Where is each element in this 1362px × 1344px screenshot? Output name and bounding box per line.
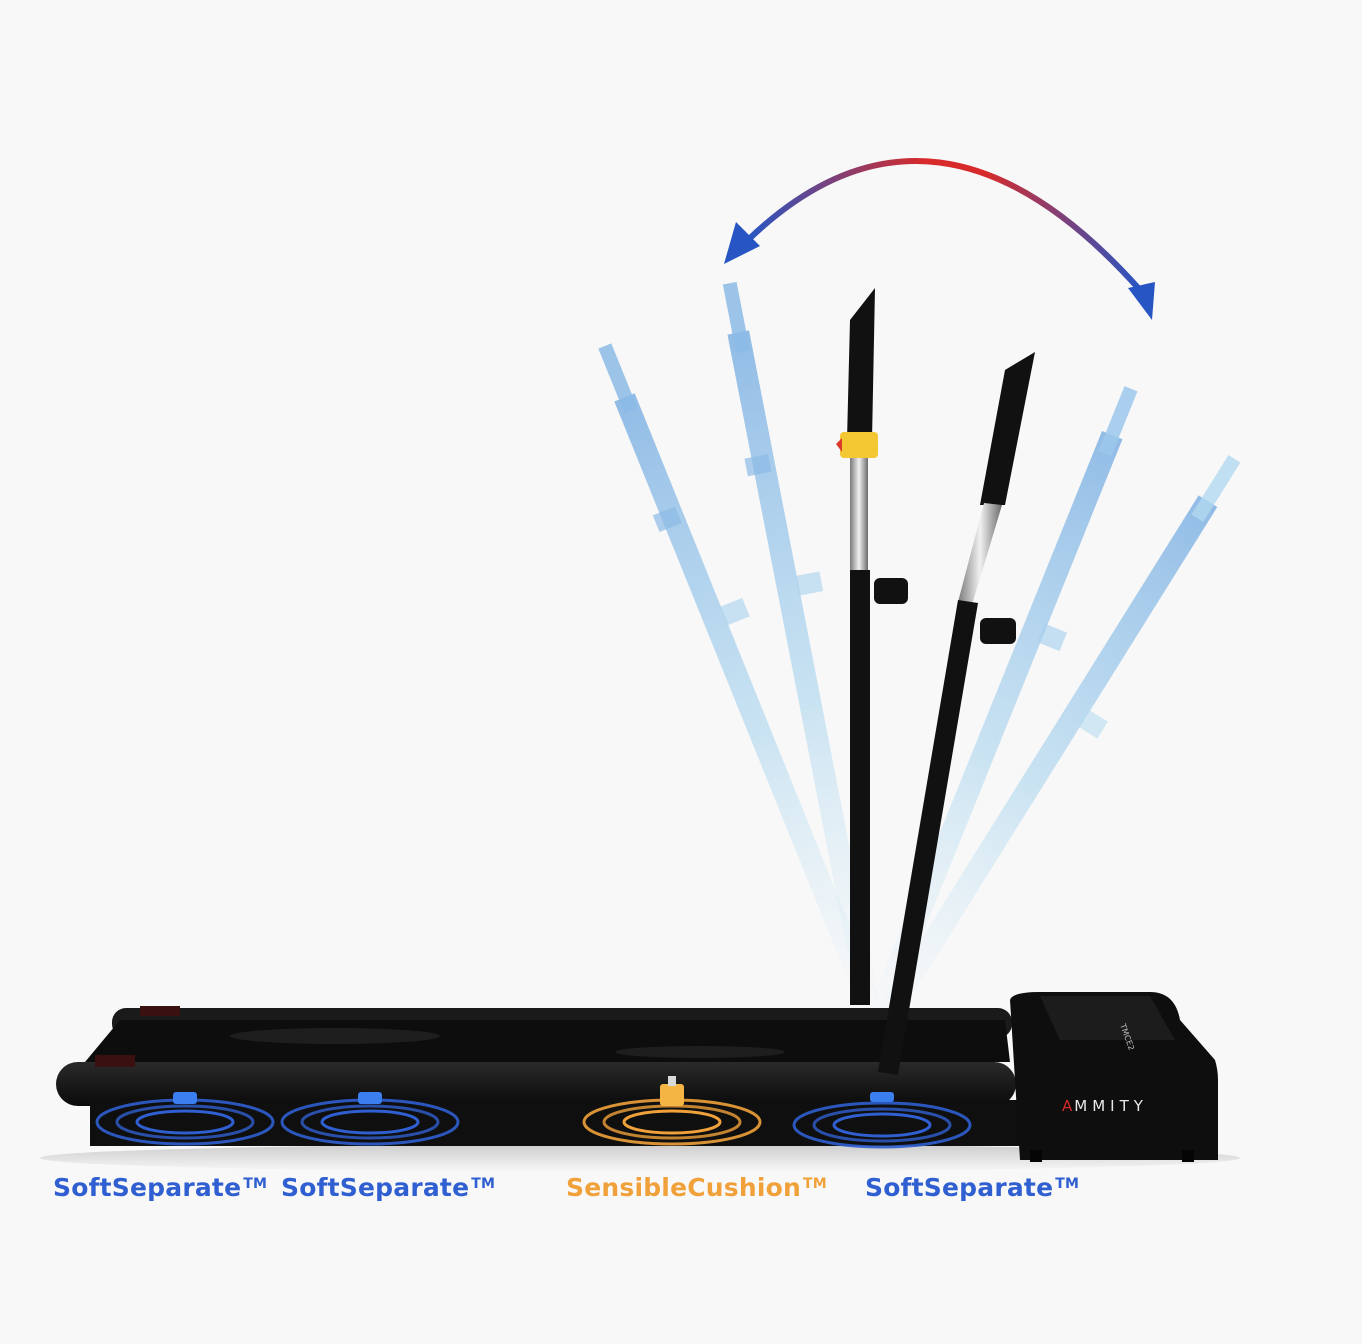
fold-arc-arrow-icon [724,157,1155,320]
treadmill-deck-near [56,1055,1020,1146]
handlebar-tilted [878,352,1035,1075]
motor-housing [1010,992,1218,1162]
floor-shadow [40,1144,1240,1172]
shock-absorber-icon [95,1076,972,1149]
handlebar-upright [836,288,908,1005]
treadmill-belt [85,1020,1010,1062]
